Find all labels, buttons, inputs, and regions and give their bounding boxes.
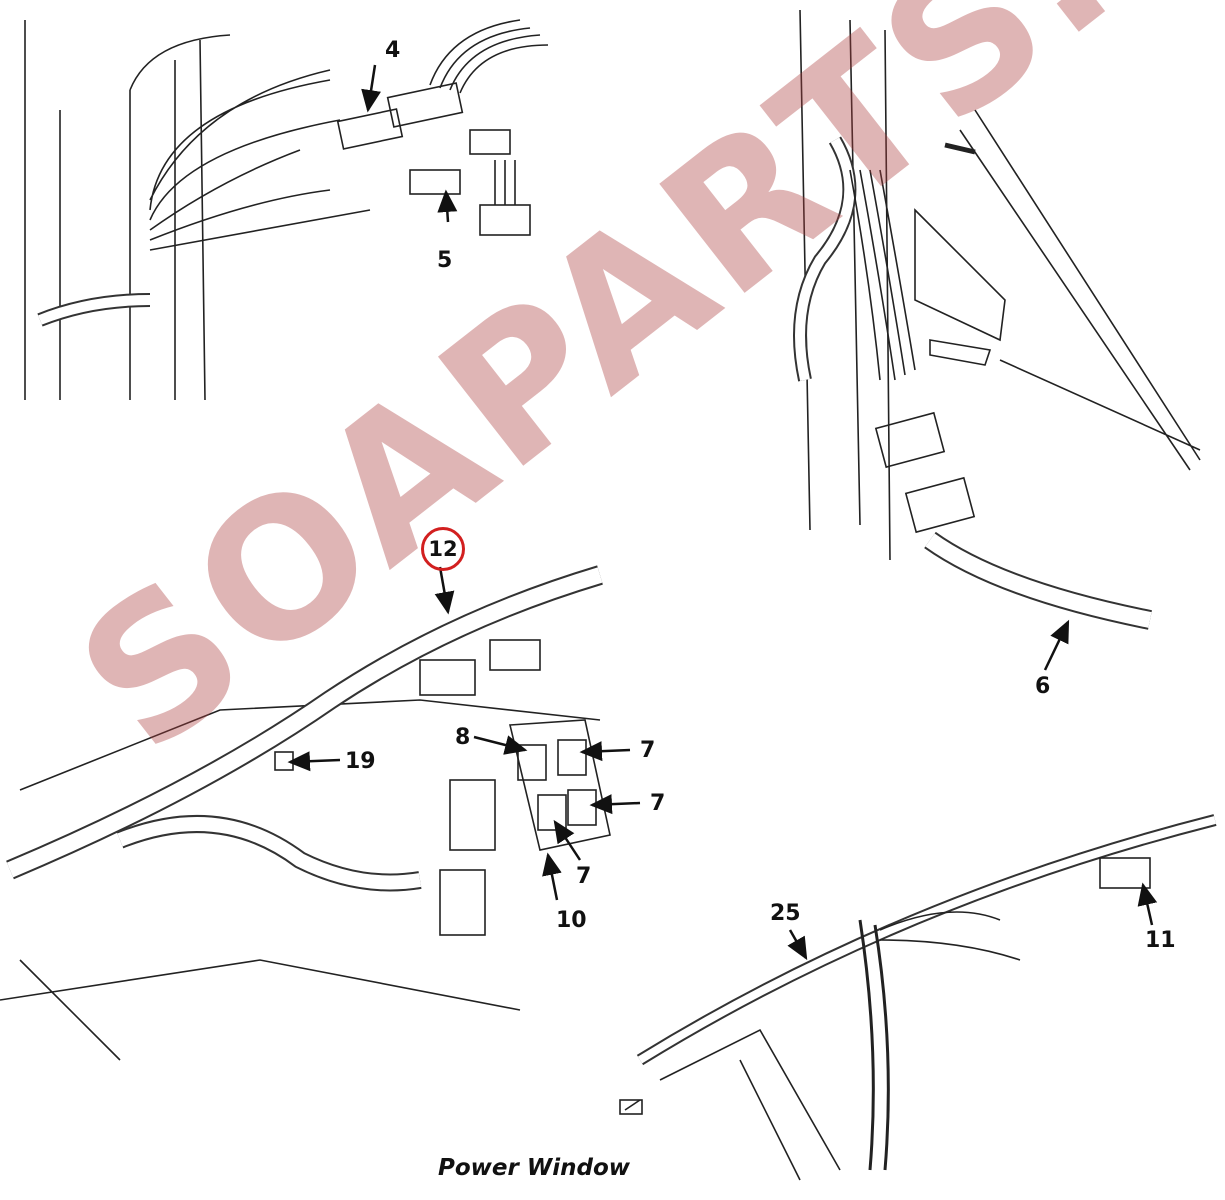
callout-7: 7 [650,791,666,816]
dash-harness-view [0,565,641,1061]
callout-8: 8 [455,725,471,750]
callout-10: 10 [556,908,587,933]
callout-4: 4 [385,38,401,63]
callout-7: 7 [576,864,592,889]
callout-11: 11 [1145,928,1176,953]
bottom-right-view [619,814,1217,1181]
callout-5: 5 [437,248,453,273]
callout-12-highlighted: 12 [421,527,465,571]
callout-19: 19 [345,749,376,774]
top-left-view [24,19,549,401]
diagram-caption: Power Window [438,1155,630,1181]
callout-6: 6 [1035,674,1051,699]
callout-7: 7 [640,738,656,763]
top-right-view [793,9,1201,671]
callout-25: 25 [770,901,801,926]
